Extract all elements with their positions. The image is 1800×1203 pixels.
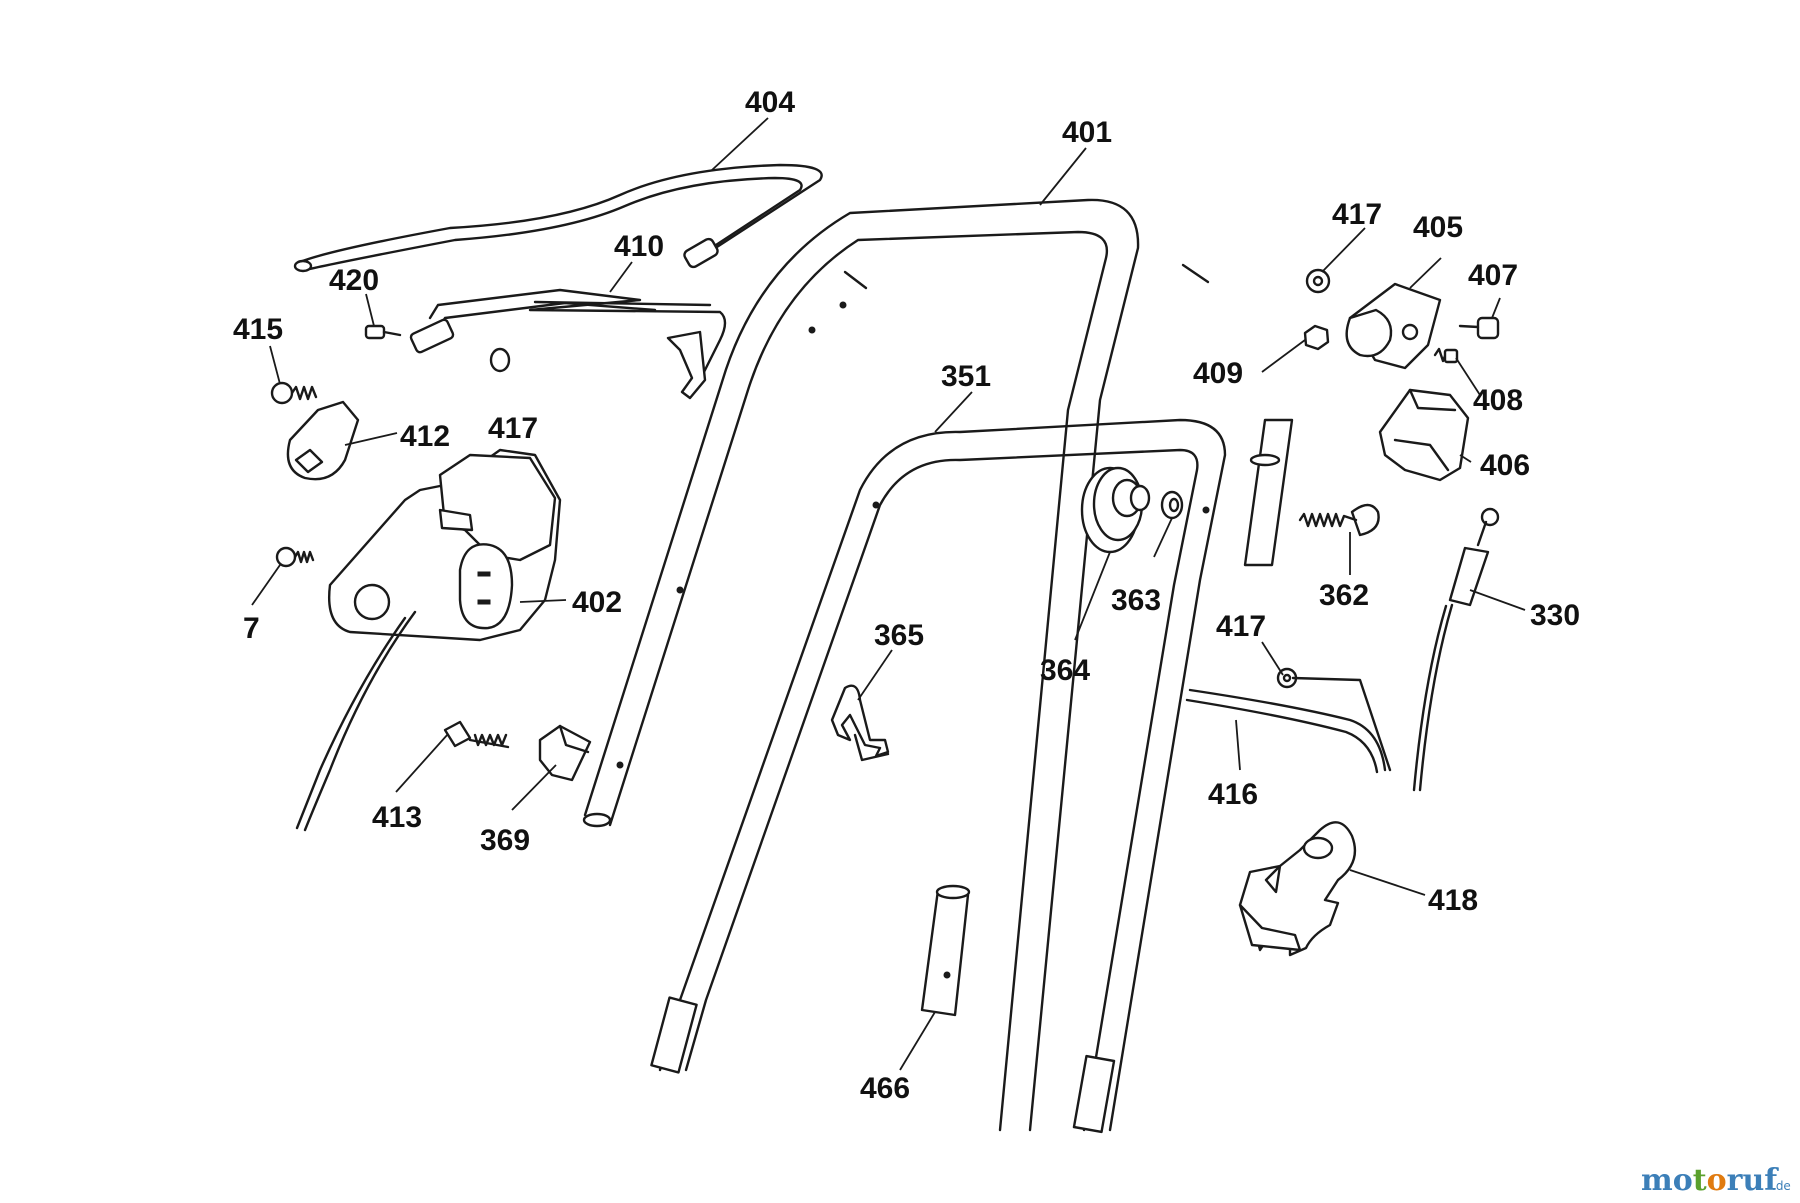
bowden-cable-330 [1412,507,1500,792]
label-413: 413 [372,801,422,834]
screw-408 [1433,347,1459,364]
svg-text:motoruf: motoruf [1641,1163,1779,1198]
bolt-413 [443,720,510,749]
label-364: 364 [1040,654,1090,687]
label-409: 409 [1193,357,1243,390]
label-412: 412 [400,420,450,453]
label-416: 416 [1208,778,1258,811]
label-415: 415 [233,313,283,346]
label-410: 410 [614,230,664,263]
lower-handle-351 [650,418,1227,1134]
pin-420 [364,324,402,340]
label-404: 404 [745,86,795,119]
label-417-low: 417 [1216,610,1266,643]
cam-lever-412 [286,400,360,481]
label-369: 369 [480,824,530,857]
screw-415 [270,381,318,405]
nut-417-left [489,347,511,373]
svg-text:.de: .de [1772,1179,1791,1193]
label-466: 466 [860,1072,910,1105]
wire-rod-416 [1185,676,1392,774]
callout-labels: 404 401 417 405 410 420 407 415 409 351 … [233,86,1580,1105]
leader-lines [251,117,1526,1071]
lever-bar-404 [293,163,823,273]
label-406: 406 [1480,449,1530,482]
nut-363 [1160,490,1184,520]
bracket-418 [1238,821,1357,957]
upper-handle-401 [582,198,1210,1132]
housing-406 [1378,388,1470,482]
knob-screw-362 [1298,503,1380,537]
watermark-logo: motoruf .de [1641,1163,1791,1198]
label-417-top: 417 [1332,198,1382,231]
bracket-clip-365 [830,684,890,762]
screw-407 [1458,316,1500,340]
nut-409 [1303,324,1330,351]
lever-wire-410 [409,288,727,400]
label-330: 330 [1530,599,1580,632]
switch-box-402 [295,448,562,832]
label-362: 362 [1319,579,1369,612]
label-418: 418 [1428,884,1478,917]
tube-piece [1243,418,1294,567]
screw-7 [275,546,315,568]
pulley-364 [1080,466,1151,554]
label-7: 7 [243,612,260,645]
sleeve-tube-466 [920,884,971,1017]
label-420: 420 [329,264,379,297]
label-363: 363 [1111,584,1161,617]
label-402: 402 [572,586,622,619]
label-408: 408 [1473,384,1523,417]
cable-clamp-405 [1345,282,1442,370]
label-405: 405 [1413,211,1463,244]
label-417-mid: 417 [488,412,538,445]
label-401: 401 [1062,116,1112,149]
nut-417-right [1305,268,1331,294]
label-351: 351 [941,360,991,393]
clip-369 [538,724,592,782]
label-407: 407 [1468,259,1518,292]
label-365: 365 [874,619,924,652]
